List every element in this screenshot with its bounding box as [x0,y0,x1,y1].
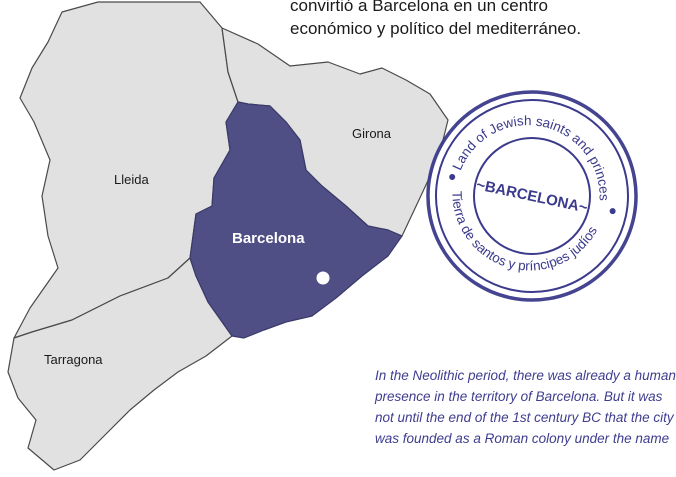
history-caption: In the Neolithic period, there was alrea… [375,365,676,449]
region-barcelona[interactable] [189,101,403,339]
label-lleida: Lleida [114,172,149,187]
region-tarragona[interactable] [7,257,233,471]
stamp-dot-left [449,173,456,180]
label-tarragona: Tarragona [44,352,103,367]
caption-line: In the Neolithic period, there was alrea… [375,368,676,383]
intro-line: económico y político del mediterráneo. [290,19,582,38]
intro-text: convirtió a Barcelona en un centro econó… [290,0,650,40]
caption-line: not until the end of the 1st century BC … [375,410,674,425]
catalonia-map [7,1,449,471]
stamp-dot-right [609,208,616,215]
label-barcelona: Barcelona [232,230,305,247]
caption-line: presence in the territory of Barcelona. … [375,389,663,404]
barcelona-city-marker[interactable] [316,271,330,285]
caption-line: was founded as a Roman colony under the … [375,431,670,446]
label-girona: Girona [352,126,392,141]
intro-line: convirtió a Barcelona en un centro [290,0,548,15]
barcelona-stamp-seal: Land of Jewish saints and princes Tierra… [426,90,638,302]
